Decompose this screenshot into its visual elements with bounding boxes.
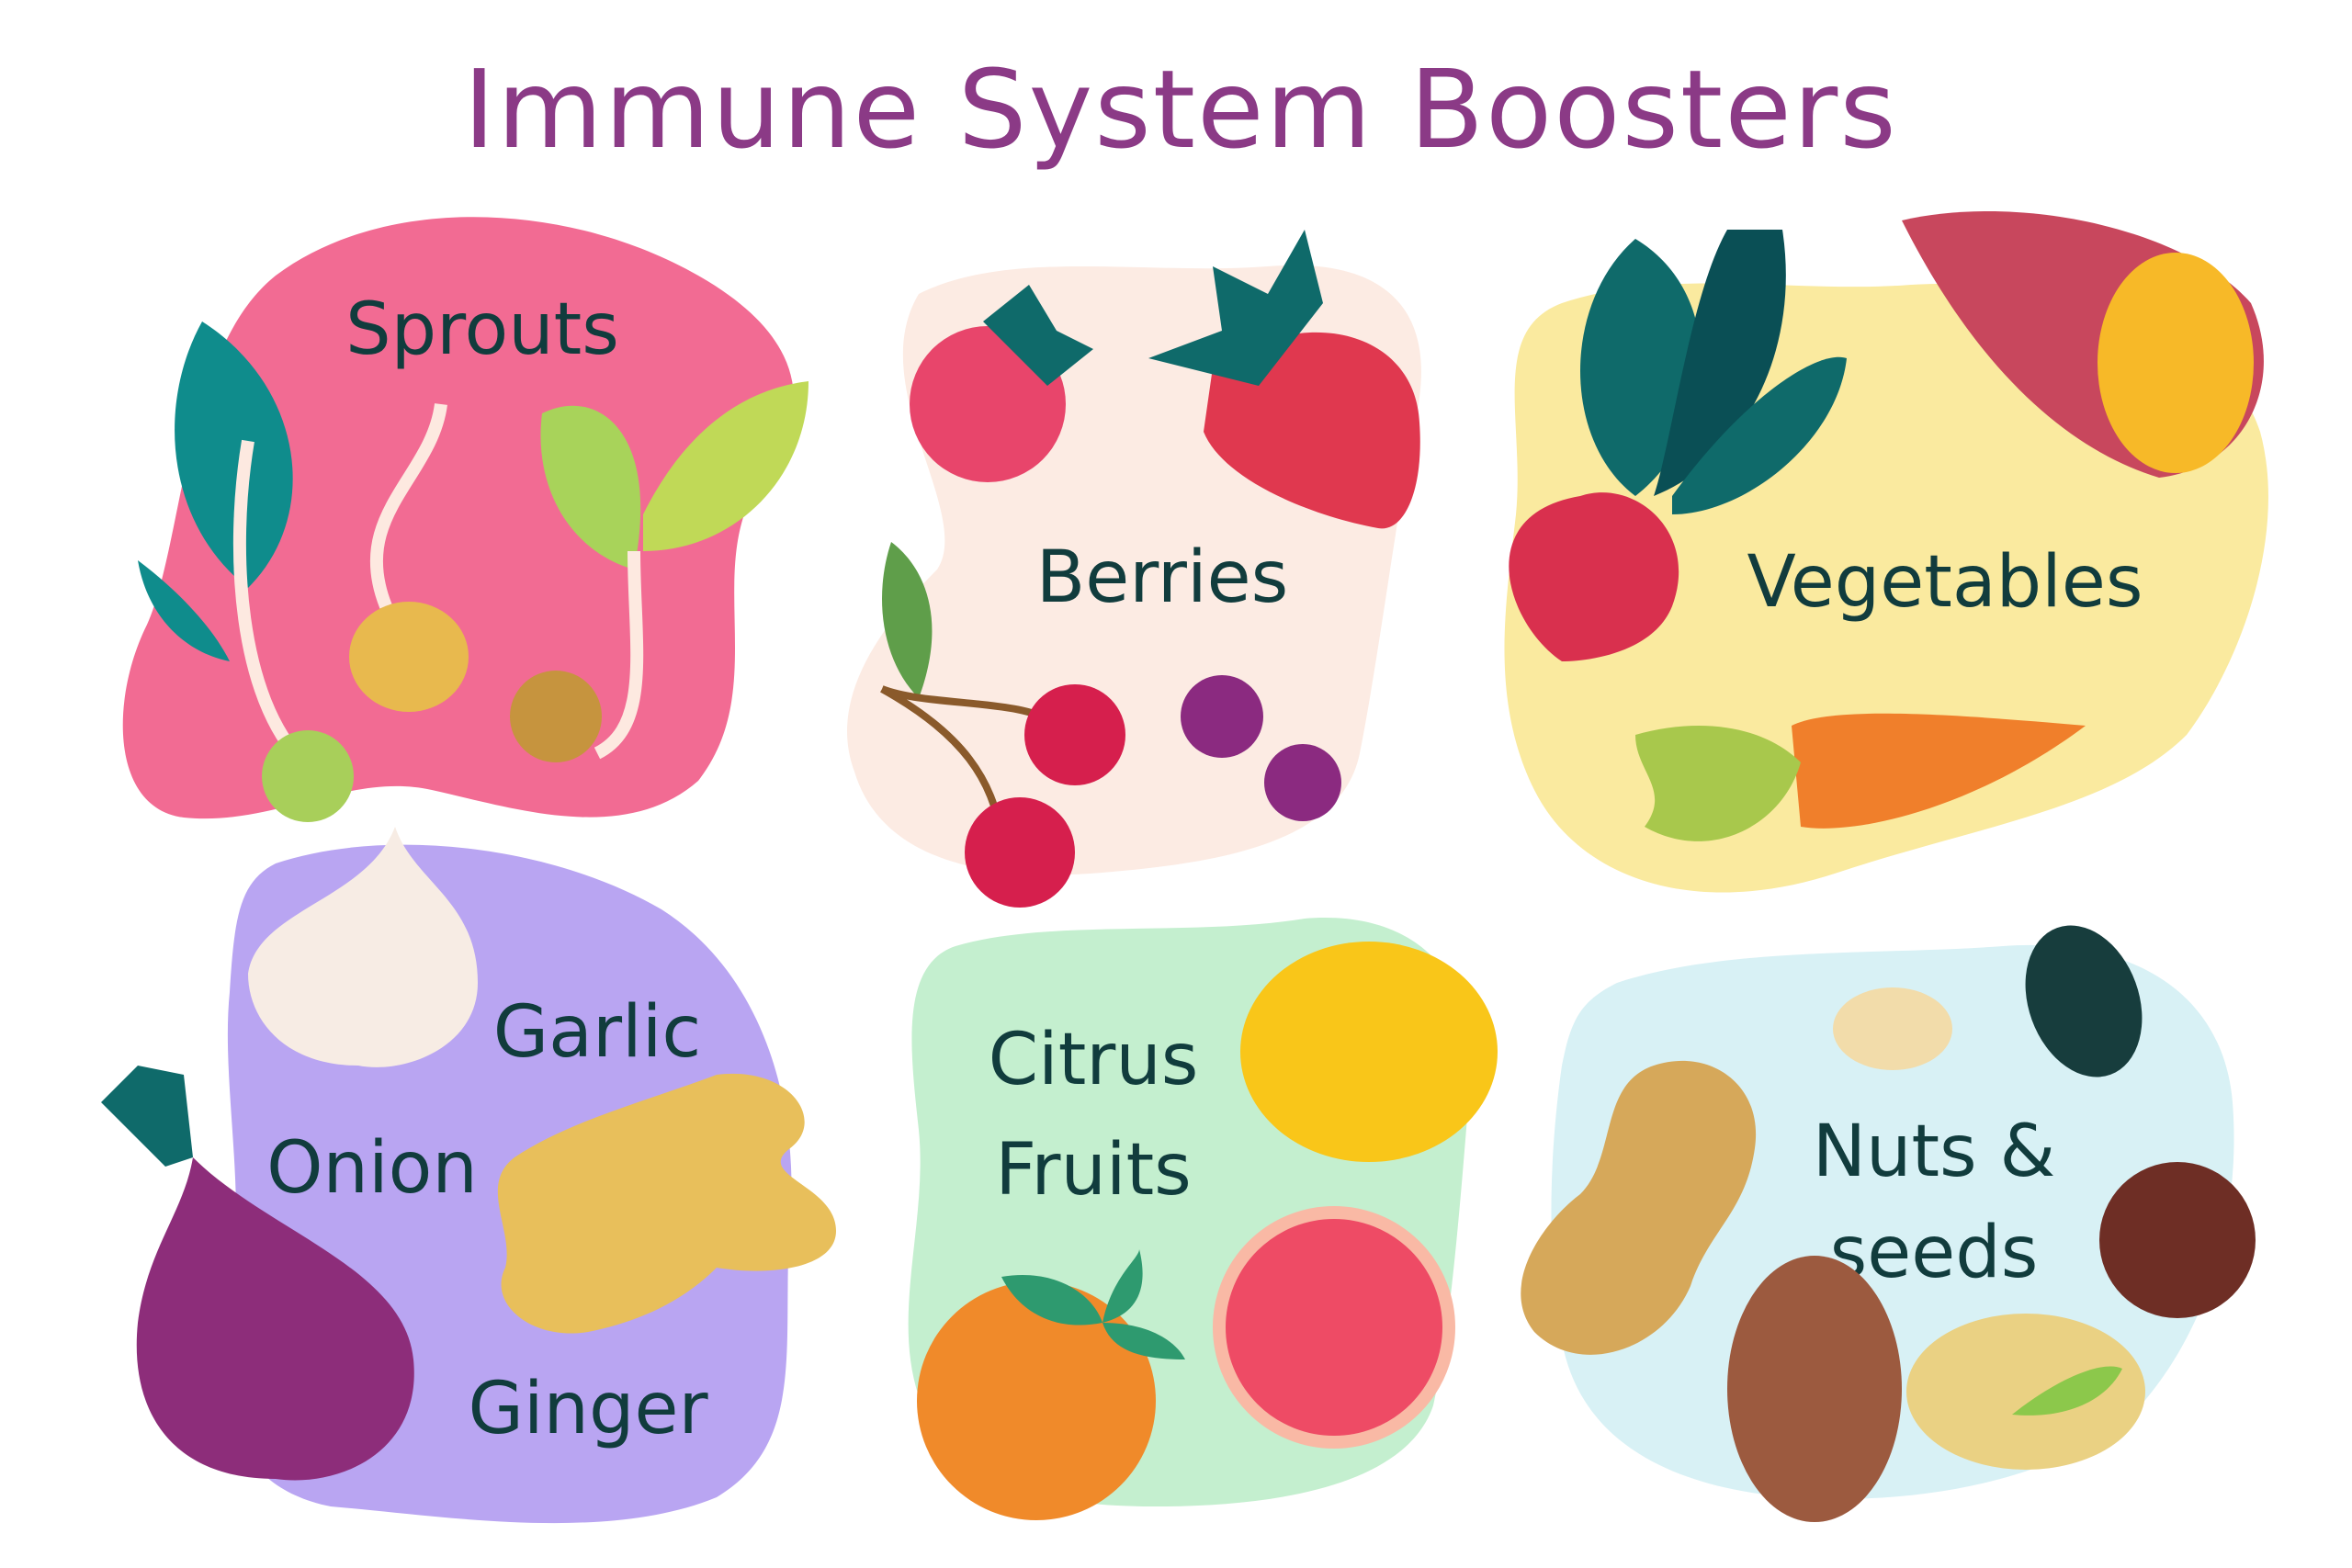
raspberry-leaf-icon [983, 285, 1093, 386]
blueberry-icon [1181, 675, 1263, 758]
sunflower-seed-icon [2025, 925, 2143, 1077]
strawberry-leaf-icon [1148, 230, 1323, 386]
lemon-icon [1240, 942, 1498, 1162]
berries-group: Berries [847, 230, 1421, 908]
spinach-leaf-icon [1654, 230, 1786, 496]
sprouts-group: Sprouts [122, 217, 808, 822]
sprout-leaf-icon [643, 381, 808, 551]
onion-leaf-icon [101, 1066, 193, 1167]
spinach-leaf-icon [1672, 356, 1847, 514]
hazelnut-icon [2099, 1162, 2256, 1318]
nuts-label-line1: Nuts & [1813, 1111, 2056, 1193]
orange-leaf-icon [1001, 1249, 1185, 1359]
garlic-icon [248, 827, 478, 1067]
pistachio-icon [1906, 1314, 2145, 1470]
cherry-icon [1024, 684, 1125, 785]
sprouts-blob [122, 217, 795, 819]
sprout-leaf-icon [540, 405, 641, 570]
cherry-icon [965, 797, 1075, 908]
sprout-stem-icon [594, 550, 644, 760]
roots-group: Garlic Onion Ginger [101, 827, 836, 1524]
onion-icon [136, 1157, 414, 1481]
citrus-group: Citrus Fruits [908, 918, 1498, 1520]
garlic-label: Garlic [493, 991, 702, 1074]
beet-icon [1509, 492, 1679, 661]
sprout-leaf-icon [175, 321, 293, 588]
carrot-icon [1792, 713, 2086, 829]
pistachio-kernel-icon [2012, 1366, 2122, 1416]
sprout-seed-icon [510, 671, 602, 762]
almond-icon [1727, 1256, 1902, 1522]
berries-label: Berries [1036, 536, 1289, 619]
onion-label: Onion [266, 1127, 478, 1210]
grapefruit-icon [1213, 1206, 1455, 1449]
sprouts-label: Sprouts [345, 288, 619, 371]
citrus-label-line1: Citrus [989, 1019, 1199, 1101]
vegetables-label: Vegetables [1747, 541, 2143, 624]
vegetables-group: Vegetables [1504, 211, 2268, 893]
sprout-stem-icon [369, 402, 447, 609]
nuts-group: Nuts & seeds [1521, 925, 2256, 1522]
blueberry-icon [1264, 744, 1341, 821]
sprout-stem-icon [232, 439, 308, 767]
sprout-seed-icon [262, 730, 354, 822]
page-title: Immune System Boosters [463, 46, 1898, 173]
ginger-label: Ginger [468, 1368, 708, 1450]
orange-icon [917, 1281, 1156, 1520]
peanut-icon [1521, 1060, 1757, 1355]
sprout-seed-icon [349, 602, 469, 712]
citrus-label-line2: Fruits [995, 1129, 1192, 1212]
cherry-leaf-icon [882, 542, 933, 698]
sweet-potato-flesh-icon [2098, 253, 2254, 473]
ginger-icon [497, 1073, 836, 1334]
sprout-leaf-icon [138, 560, 230, 661]
almond-slice-icon [1833, 987, 1952, 1070]
carrot-leaf-icon [1635, 726, 1801, 841]
